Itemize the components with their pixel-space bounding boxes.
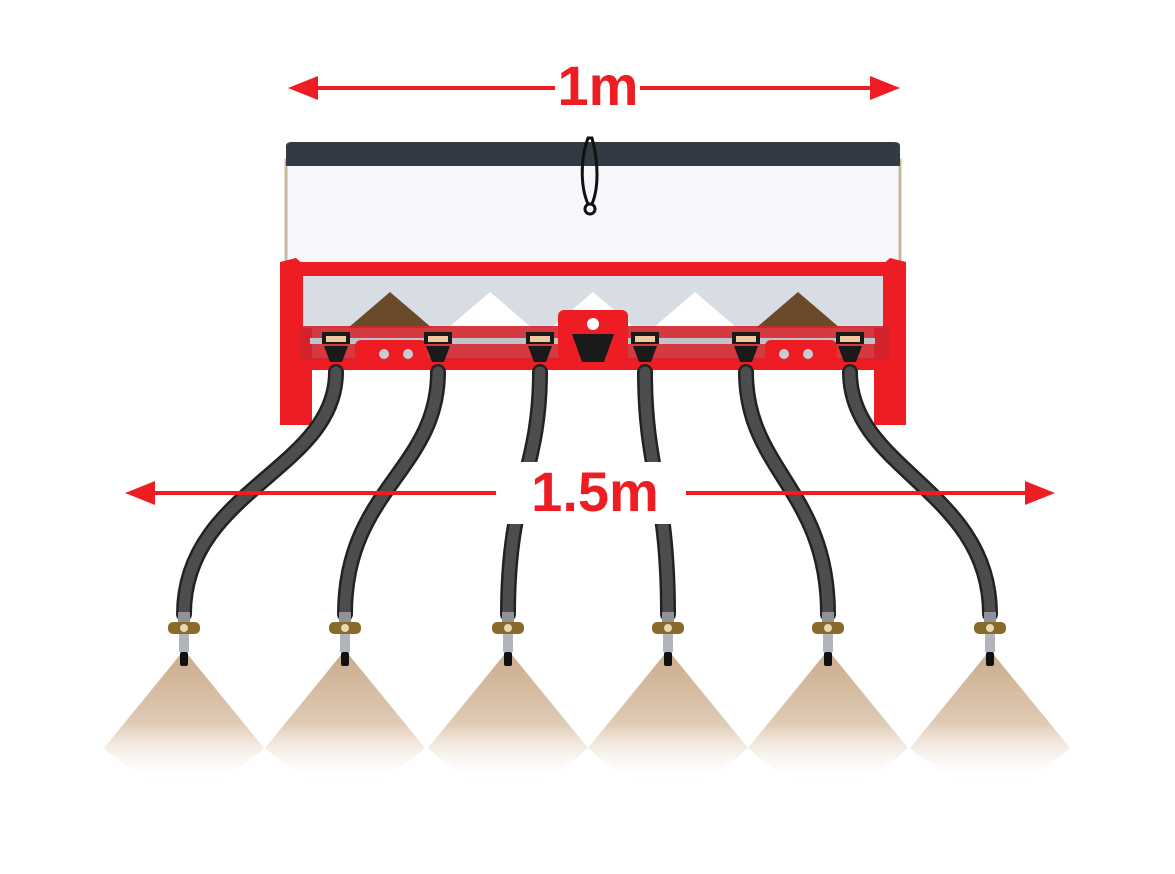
nozzle-body	[340, 634, 350, 652]
hose-fitting	[502, 612, 514, 624]
outlet-spout	[324, 346, 348, 362]
nozzle-body	[179, 634, 189, 652]
spreader-frame	[280, 258, 906, 425]
top-arrow-head-right	[870, 76, 900, 100]
spray-nozzle-icon	[104, 612, 264, 784]
lid-handle-icon	[580, 136, 599, 216]
spray-nozzle-icon	[428, 612, 588, 784]
metering-outlet	[836, 332, 864, 362]
hose-fitting	[339, 612, 351, 624]
clamp-bolt	[180, 624, 188, 632]
top-arrow-head-left	[288, 76, 318, 100]
bottom-arrow-head-left	[125, 481, 155, 505]
clamp-bolt	[664, 624, 672, 632]
metering-outlets	[322, 332, 864, 362]
spray-fan	[104, 650, 264, 784]
metering-outlet	[424, 332, 452, 362]
outlet-spout	[734, 346, 758, 362]
metering-outlet	[631, 332, 659, 362]
spray-nozzle-icon	[588, 612, 748, 784]
clamp-bolt	[341, 624, 349, 632]
nozzle-body	[823, 634, 833, 652]
nozzle-tip	[341, 652, 349, 666]
outlet-ring	[840, 336, 860, 342]
clamp-bolt	[824, 624, 832, 632]
outlet-spout	[838, 346, 862, 362]
hose	[178, 366, 342, 620]
right-bearing-block	[765, 340, 837, 368]
center-gearbox	[558, 310, 628, 362]
spray-nozzle-icon	[748, 612, 908, 784]
funnel-divider	[653, 292, 737, 328]
top-width-dimension: 1m	[288, 54, 900, 117]
outlet-ring	[530, 336, 550, 342]
hopper	[284, 136, 902, 266]
outlet-spout	[633, 346, 657, 362]
hose	[339, 366, 444, 620]
left-bearing-block	[355, 340, 427, 368]
nozzle-tip	[180, 652, 188, 666]
nozzle-tip	[504, 652, 512, 666]
spread-width-dimension: 1.5m	[125, 460, 1055, 524]
clamp-bolt	[504, 624, 512, 632]
nozzle-tip	[824, 652, 832, 666]
spread-width-label: 1.5m	[531, 460, 659, 523]
nozzle-tip	[986, 652, 994, 666]
hose-fitting	[984, 612, 996, 624]
frame-top-bar	[290, 262, 896, 276]
delivery-hoses	[176, 364, 998, 622]
hose-fitting	[822, 612, 834, 624]
outlet-ring	[326, 336, 346, 342]
hopper-lid	[286, 142, 900, 166]
hose	[740, 366, 834, 620]
label-backdrop	[498, 462, 684, 524]
metering-outlet	[322, 332, 350, 362]
outlet-spout	[528, 346, 552, 362]
spray-fan	[265, 650, 425, 784]
outlet-spout	[426, 346, 450, 362]
nozzle-body	[663, 634, 673, 652]
outlet-ring	[428, 336, 448, 342]
spray-fan	[748, 650, 908, 784]
spray-nozzle-icon	[910, 612, 1070, 784]
outlet-ring	[736, 336, 756, 342]
nozzle-body	[503, 634, 513, 652]
metering-outlet	[526, 332, 554, 362]
spray-fan	[588, 650, 748, 784]
spray-fan	[910, 650, 1070, 784]
spray-nozzle-icon	[265, 612, 425, 784]
seed-pile	[348, 292, 432, 328]
bottom-arrow-head-right	[1025, 481, 1055, 505]
spray-fan	[428, 650, 588, 784]
clamp-bolt	[986, 624, 994, 632]
top-width-label: 1m	[558, 54, 639, 117]
spray-nozzles	[104, 612, 1070, 784]
funnel-divider	[448, 292, 532, 328]
hose-fitting	[662, 612, 674, 624]
nozzle-body	[985, 634, 995, 652]
hose-fitting	[178, 612, 190, 624]
outlet-ring	[635, 336, 655, 342]
metering-outlet	[732, 332, 760, 362]
seed-pile	[756, 292, 840, 328]
nozzle-tip	[664, 652, 672, 666]
hose	[844, 366, 996, 620]
